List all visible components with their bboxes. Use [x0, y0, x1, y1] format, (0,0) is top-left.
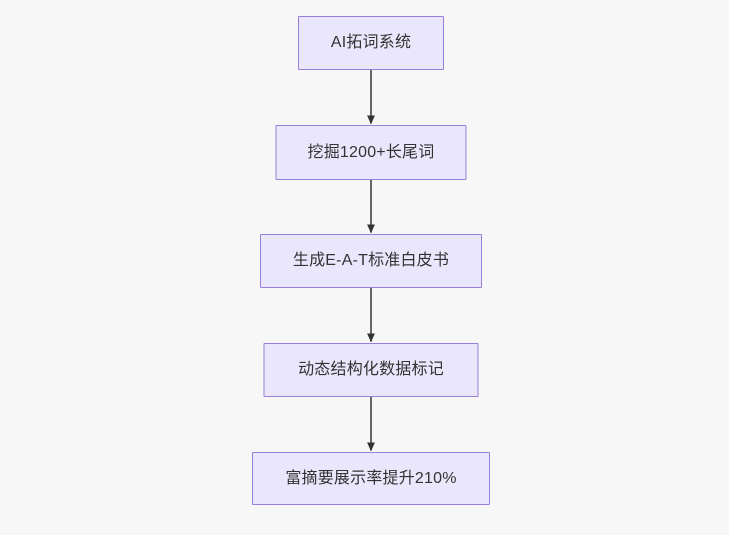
flow-node-label: 生成E-A-T标准白皮书 [292, 252, 450, 269]
flow-node-generate-eat-whitepaper[interactable]: 生成E-A-T标准白皮书 [260, 234, 482, 288]
flow-node-mine-longtail-keywords[interactable]: 挖掘1200+长尾词 [275, 125, 467, 180]
flow-node-label: AI拓词系统 [330, 34, 412, 51]
flow-node-rich-snippet-impression-uplift[interactable]: 富摘要展示率提升210% [252, 452, 490, 505]
flow-node-label: 挖掘1200+长尾词 [307, 143, 435, 161]
flow-node-ai-keyword-system[interactable]: AI拓词系统 [298, 16, 444, 70]
flow-node-dynamic-structured-data-markup[interactable]: 动态结构化数据标记 [263, 343, 479, 397]
flow-node-label: 富摘要展示率提升210% [285, 469, 457, 487]
flow-node-label: 动态结构化数据标记 [298, 361, 444, 378]
